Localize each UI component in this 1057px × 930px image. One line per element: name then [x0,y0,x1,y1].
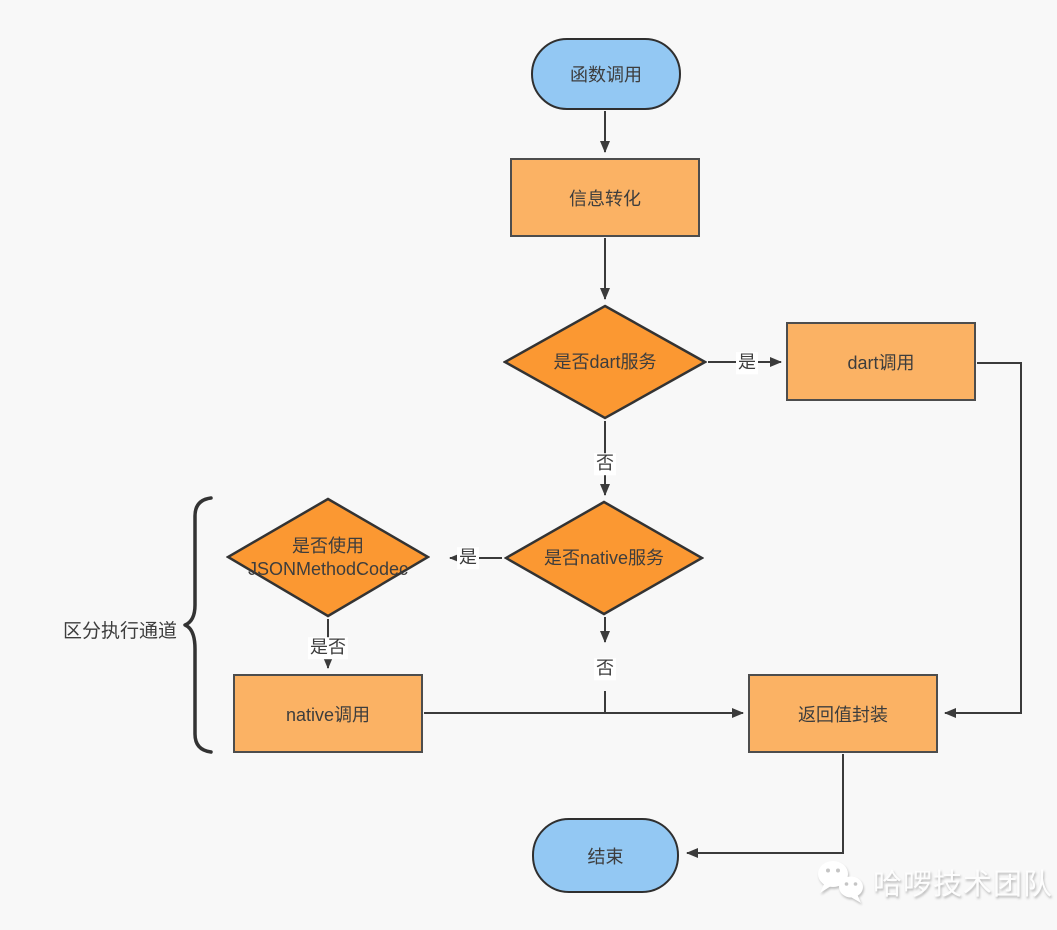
node-codec-decision-label: 是否使用JSONMethodCodec [247,536,409,579]
node-return-wrap: 返回值封装 [748,674,938,753]
node-native-call: native调用 [233,674,423,753]
edge-return-wrap-to-end [686,754,844,858]
edge-label-native-yes: 是 [457,547,479,569]
execution-channel-brace [183,496,213,754]
execution-channel-label: 区分执行通道 [62,621,177,642]
node-start-label: 函数调用 [570,65,642,85]
node-dart-decision-label: 是否dart服务 [553,351,657,372]
node-end-label: 结束 [587,846,624,867]
diamond-shape [504,500,704,616]
edge-label-dart-yes: 是 [736,352,758,374]
node-end: 结束 [532,818,679,893]
watermark: 哈啰技术团队 [814,858,1053,906]
diamond-shape [226,497,430,618]
edge-dart-call-to-return-wrap [944,362,1022,718]
node-transform: 信息转化 [510,158,700,237]
node-start: 函数调用 [531,38,681,110]
wechat-icon [818,861,863,903]
watermark-text: 哈啰技术团队 [873,869,1054,901]
node-dart-decision: 是否dart服务 [503,304,707,420]
node-dart-call: dart调用 [786,322,976,401]
node-codec-decision: 是否使用JSONMethodCodec [226,497,430,618]
edge-label-dart-no: 否 [594,453,616,475]
node-dart-call-label: dart调用 [847,352,915,373]
node-native-decision-label: 是否native服务 [543,547,665,568]
node-native-decision: 是否native服务 [504,500,704,616]
edge-label-native-no: 否 [594,658,616,680]
node-native-call-label: native调用 [285,704,371,725]
node-return-wrap-label: 返回值封装 [798,704,888,725]
edge-label-codec-branch: 是否 [308,637,348,659]
diamond-shape [503,304,707,420]
node-transform-label: 信息转化 [569,188,641,209]
